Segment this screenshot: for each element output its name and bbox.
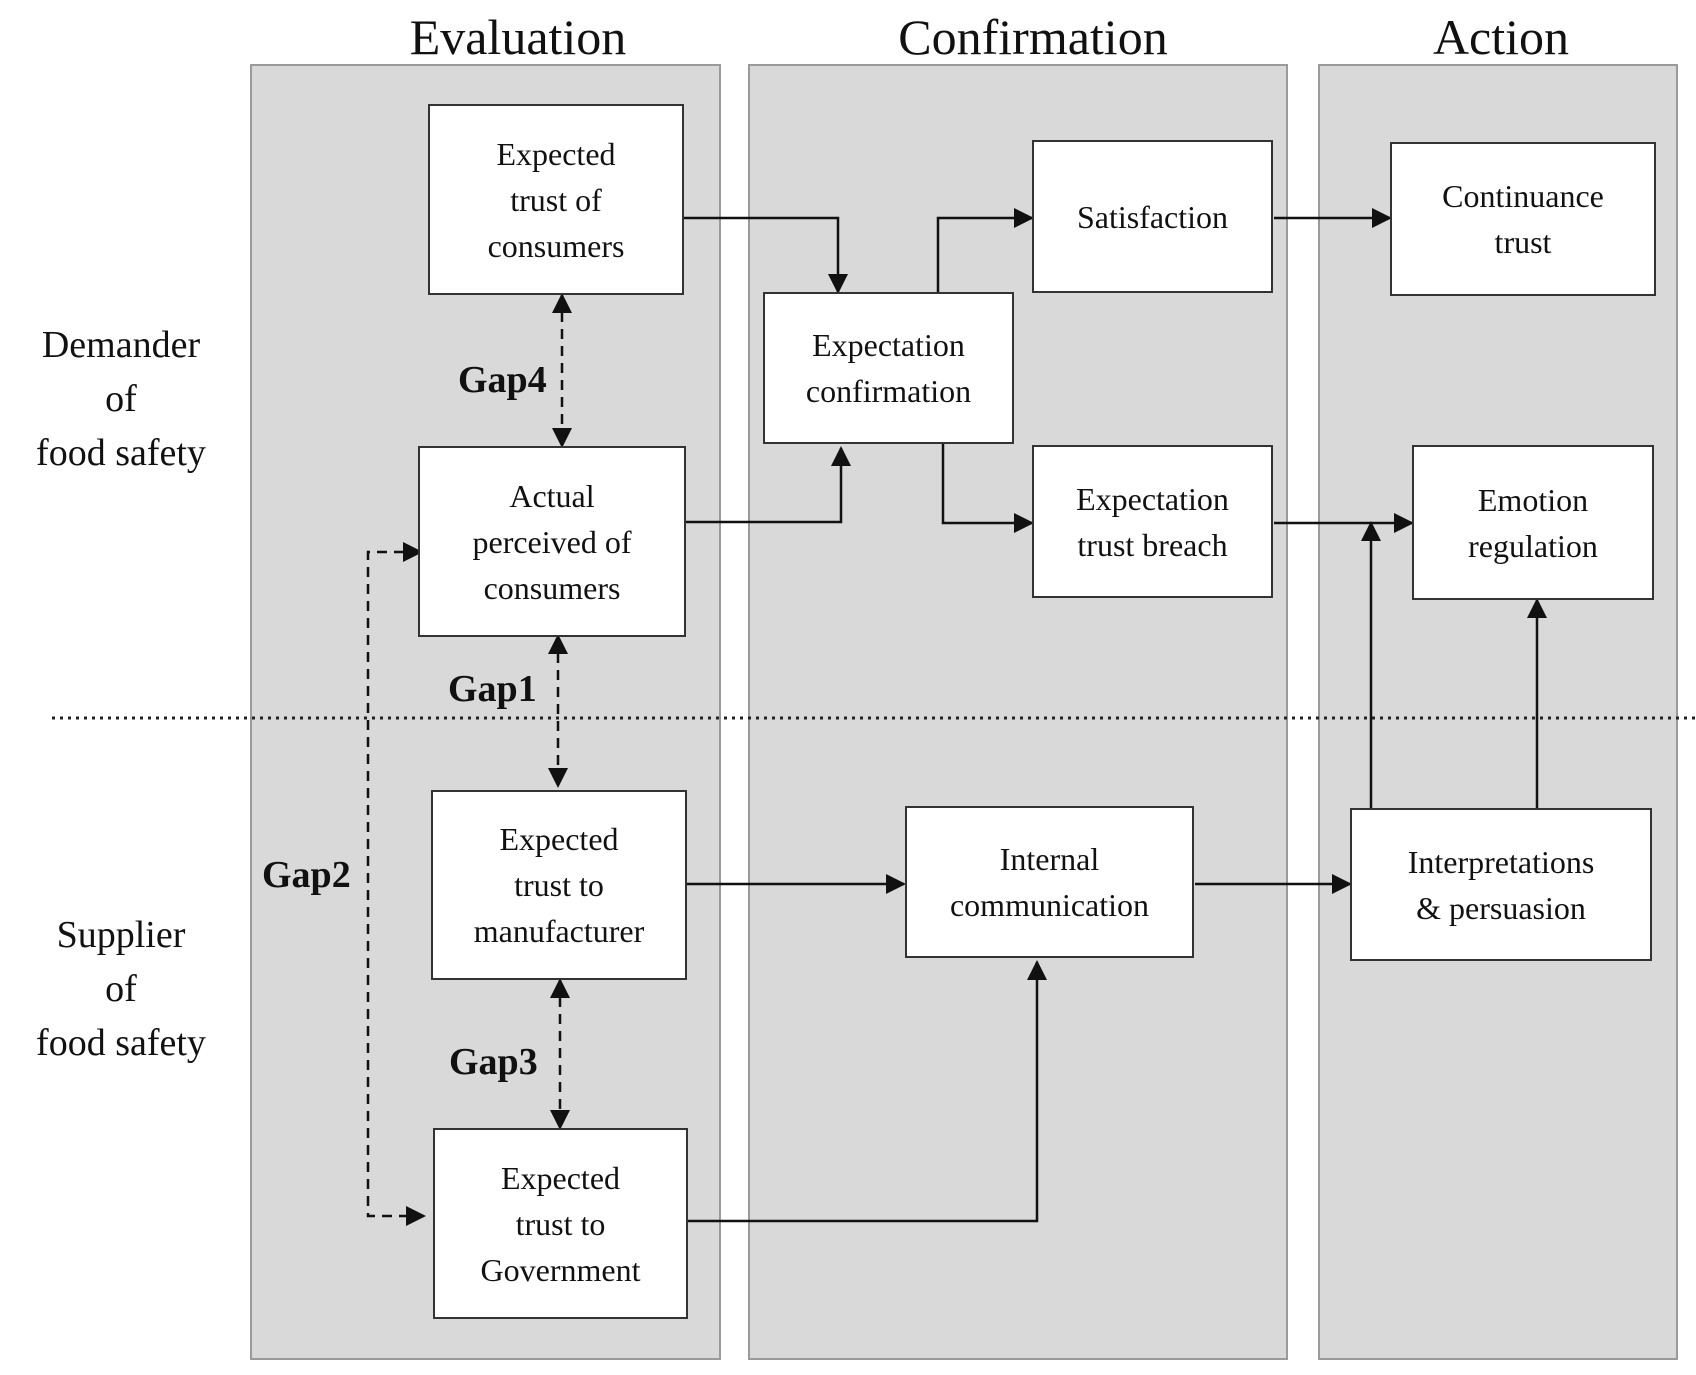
box-line: & persuasion <box>1416 889 1586 926</box>
gap1-label: Gap1 <box>448 668 537 710</box>
demander-line-1: Demander <box>41 324 201 366</box>
confirmation-heading: Confirmation <box>898 9 1168 65</box>
gap2-label: Gap2 <box>262 854 351 896</box>
supplier-line-2: of <box>105 968 137 1010</box>
box-line: Emotion <box>1477 481 1589 518</box>
box-line: Expectation <box>1076 480 1229 517</box>
arrow-government-to-internal <box>687 960 1047 1223</box>
actual-perceived-of-consumers-box: Actual perceived of consumers <box>418 446 686 637</box>
expected-trust-to-manufacturer-box: Expected trust to manufacturer <box>431 790 687 980</box>
box-line: regulation <box>1468 527 1598 564</box>
gap2-arrow <box>366 542 426 1226</box>
box-line: Satisfaction <box>1076 198 1229 235</box>
expectation-confirmation-box: Expectation confirmation <box>763 292 1014 444</box>
box-line: Expected <box>499 821 619 857</box>
box-line: Expected <box>500 1159 621 1196</box>
box-line: confirmation <box>805 373 972 409</box>
arrow-confirmation-to-satisfaction <box>936 208 1034 292</box>
supplier-line-3: food safety <box>36 1022 206 1064</box>
evaluation-heading: Evaluation <box>409 9 627 65</box>
box-line: Continuance <box>1442 178 1604 214</box>
expected-trust-of-consumers-box: Expected trust of consumers <box>428 104 684 295</box>
demander-line-3: food safety <box>36 432 206 474</box>
supplier-line-1: Supplier <box>56 914 186 956</box>
box-line: Expected <box>496 135 616 172</box>
box-line: consumers <box>483 569 621 606</box>
arrow-confirmation-to-breach <box>941 444 1034 533</box>
box-line: trust <box>1494 224 1552 260</box>
action-heading: Action <box>1432 9 1570 65</box>
box-line: consumers <box>487 227 625 264</box>
box-line: trust of <box>510 181 602 218</box>
box-line: perceived of <box>472 523 632 560</box>
expected-trust-to-government-box: Expected trust to Government <box>433 1128 688 1319</box>
box-line: trust to <box>515 1205 606 1242</box>
interpretations-persuasion-box: Interpretations & persuasion <box>1350 808 1652 961</box>
arrow-actual-perceived-to-confirmation <box>685 446 851 524</box>
satisfaction-box: Satisfaction <box>1032 140 1273 293</box>
continuance-trust-box: Continuance trust <box>1390 142 1656 296</box>
arrow-expected-trust-to-confirmation <box>683 216 848 294</box>
box-line: Internal <box>999 841 1100 877</box>
box-line: Government <box>480 1251 641 1288</box>
demander-label: Demander of food safety <box>10 318 232 480</box>
box-line: trust to <box>514 867 604 903</box>
box-line: trust breach <box>1077 526 1228 563</box>
box-line: Expectation <box>812 327 965 363</box>
gap3-label: Gap3 <box>449 1041 538 1083</box>
emotion-regulation-box: Emotion regulation <box>1412 445 1654 600</box>
box-line: manufacturer <box>473 913 645 949</box>
box-line: Interpretations <box>1407 843 1595 880</box>
box-line: communication <box>949 887 1150 923</box>
demander-line-2: of <box>105 378 137 420</box>
internal-communication-box: Internal communication <box>905 806 1194 958</box>
supplier-label: Supplier of food safety <box>10 908 232 1070</box>
box-line: Actual <box>509 477 595 514</box>
expectation-trust-breach-box: Expectation trust breach <box>1032 445 1273 598</box>
gap4-label: Gap4 <box>458 359 547 401</box>
